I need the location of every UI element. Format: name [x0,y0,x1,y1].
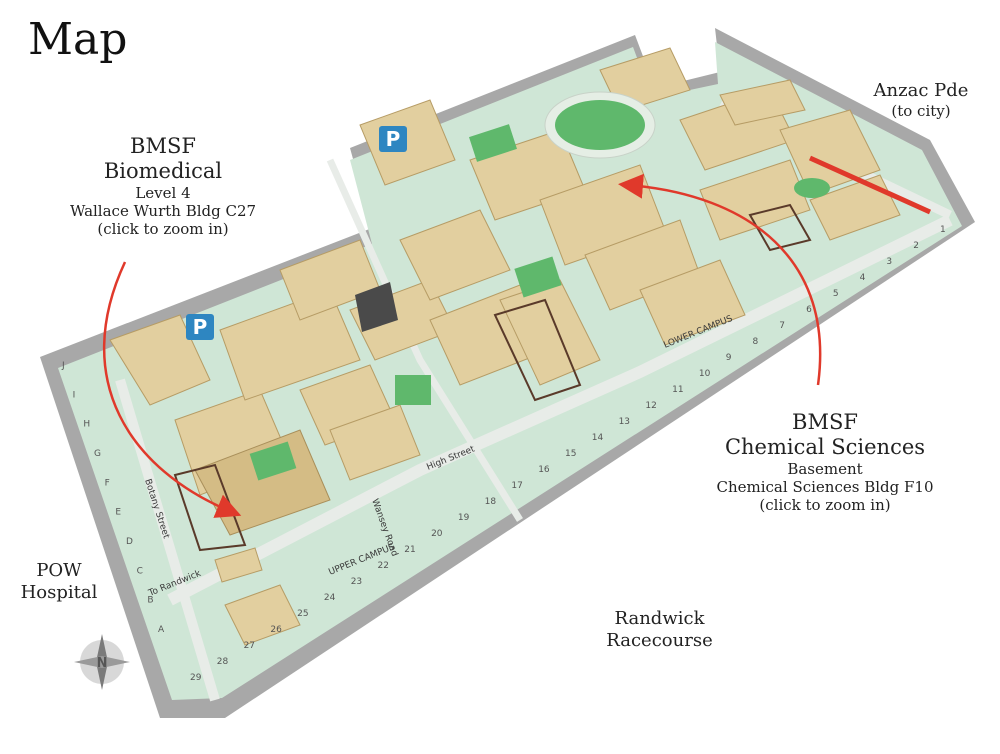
building [699,159,811,241]
grid-number: 29 [190,673,202,683]
anzac-parade-label: Anzac Pde (to city) [856,80,986,120]
grid-number-labels: 2928272625242322212019181716151413121110… [190,225,946,683]
grid-number: 11 [672,385,683,395]
parking-sign: P [186,314,214,340]
grid-number: 10 [699,369,711,379]
facility-detail: Basement [787,460,863,479]
green-lawn [794,178,830,198]
building [329,404,421,481]
grid-letter: J [61,361,65,371]
svg-text:P: P [193,315,208,339]
grid-number: 20 [431,529,443,539]
grid-letter: C [137,566,143,576]
grid-number: 25 [297,609,308,619]
grid-number: 24 [324,593,336,603]
arrow-to-chemical [618,173,822,386]
biomedical-facility-link[interactable]: BMSF Biomedical Level 4 Wallace Wurth Bl… [58,134,268,238]
grid-letter: I [73,390,76,400]
grid-number: 26 [270,625,282,635]
grid-number: 7 [779,321,785,331]
grid-number: 19 [458,513,470,523]
grid-number: 9 [726,353,732,363]
oval-field [555,100,645,150]
zoom-hint: (click to zoom in) [759,496,891,515]
label-line: Anzac Pde [873,80,969,101]
green-lawn [395,375,431,405]
outlined-zone [493,298,582,402]
grid-number: 17 [511,481,522,491]
grid-letter: D [126,537,133,547]
building [109,314,211,406]
grid-number: 15 [565,449,576,459]
grid-number: 5 [833,289,839,299]
grid-number: 27 [244,641,255,651]
arrow-to-biomedical [102,261,242,518]
grid-number: 16 [538,465,550,475]
grid-letter: F [105,478,110,488]
green-lawn [249,441,297,481]
label-line: Hospital [20,581,98,603]
facility-detail: Level 4 [135,184,191,203]
building [809,174,901,241]
grid-number: 21 [404,545,415,555]
outlined-zone [748,203,812,252]
grid-number: 2 [913,241,919,251]
grid-letter: A [158,625,165,635]
building [779,109,881,196]
grid-letter: G [94,449,101,459]
parking-sign: P [379,126,407,152]
grid-number: 3 [886,257,892,267]
building [639,259,746,346]
building [399,209,511,301]
pow-hospital-label: POW Hospital [14,560,104,603]
randwick-racecourse-label: Randwick Racecourse [592,608,727,651]
grid-number: 4 [860,273,866,283]
grid-number: 28 [217,657,229,667]
grid-number: 1 [940,225,946,235]
road-botany-street [115,378,220,702]
road-high-street [167,214,953,606]
grid-number: 18 [485,497,497,507]
grid-letter-labels: A B C D E F G H I J [61,361,165,635]
grid-letter: E [115,508,121,518]
zoom-hint: (click to zoom in) [97,220,229,239]
svg-text:P: P [386,127,401,151]
chemical-sciences-facility-link[interactable]: BMSF Chemical Sciences Basement Chemical… [700,410,950,514]
grid-number: 8 [753,337,759,347]
building [214,547,263,583]
page-title: Map [28,14,128,65]
building [224,584,301,646]
compass-icon: N [74,634,130,690]
label-line: POW [36,560,82,581]
label-line: (to city) [891,101,951,120]
label-line: Racecourse [606,629,713,651]
grid-number: 13 [619,417,630,427]
facility-detail: Wallace Wurth Bldg C27 [69,202,257,221]
grid-number: 22 [378,561,389,571]
road-inner [326,158,523,522]
green-lawn [514,256,562,298]
building [359,99,456,186]
label-line: Randwick [614,608,705,629]
grid-number: 6 [806,305,812,315]
arrow-anzac [808,155,932,215]
facility-name-line: Biomedical [103,159,223,184]
facility-name-line: Chemical Sciences [724,435,926,460]
building-dark-tower [355,282,398,332]
grid-number: 14 [592,433,604,443]
outlined-zone [173,463,247,552]
facility-name-line: BMSF [792,410,858,434]
grid-letter: H [83,420,90,430]
grid-number: 12 [645,401,656,411]
svg-text:N: N [97,656,108,671]
grid-number: 23 [351,577,362,587]
facility-detail: Chemical Sciences Bldg F10 [716,478,934,497]
green-lawn [469,124,517,162]
grid-letter: B [147,596,153,606]
facility-name-line: BMSF [130,134,196,158]
building [719,79,806,126]
